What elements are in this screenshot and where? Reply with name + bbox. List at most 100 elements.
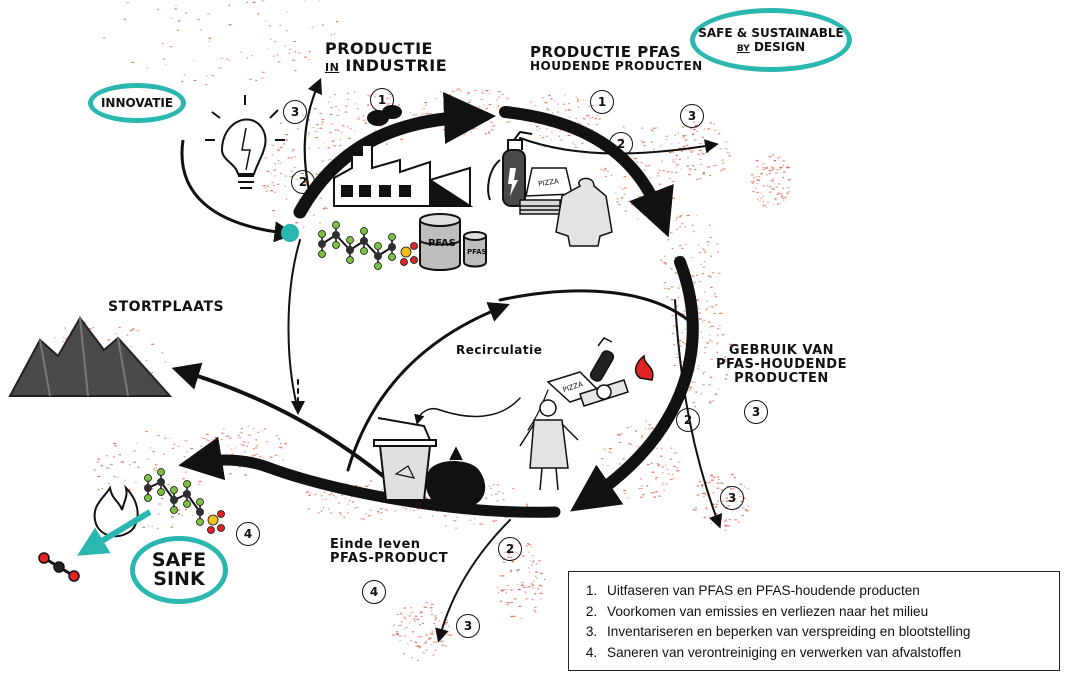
- spray-dot: [641, 127, 644, 129]
- spray-dot: [358, 116, 360, 118]
- spray-dot: [175, 4, 177, 6]
- spray-dot: [643, 214, 645, 216]
- spray-dot: [286, 11, 288, 13]
- spray-dot: [177, 445, 180, 447]
- spray-dot: [274, 163, 276, 165]
- spray-dot: [147, 525, 150, 527]
- spray-dot: [767, 201, 769, 203]
- spray-dot: [725, 360, 727, 362]
- spray-dot: [620, 197, 624, 199]
- spray-dot: [415, 615, 418, 618]
- spray-dot: [671, 248, 674, 250]
- spray-dot: [296, 128, 299, 130]
- spray-dot: [475, 124, 477, 126]
- spray-dot: [545, 101, 548, 103]
- spray-dot: [162, 42, 164, 44]
- spray-dot: [336, 114, 340, 116]
- spray-dot: [97, 475, 100, 478]
- spray-dot: [490, 129, 494, 131]
- spray-dot: [725, 519, 727, 521]
- spray-dot: [281, 447, 283, 449]
- waste-bin-icon: [373, 417, 437, 501]
- spray-dot: [673, 477, 675, 479]
- spray-dot: [377, 512, 380, 514]
- spray-dot: [307, 508, 310, 510]
- spray-dot: [684, 328, 686, 330]
- spray-dot: [379, 508, 383, 510]
- spray-dot: [666, 483, 668, 485]
- spray-dot: [420, 635, 423, 638]
- spray-dot: [506, 98, 508, 100]
- spray-dot: [755, 188, 758, 190]
- spray-dot: [308, 51, 311, 53]
- spray-dot: [754, 186, 756, 188]
- spray-dot: [536, 577, 538, 579]
- spray-dot: [717, 133, 721, 135]
- spray-dot: [656, 491, 658, 493]
- spray-dot: [479, 523, 482, 525]
- spray-dot: [741, 507, 745, 509]
- spray-dot: [430, 498, 432, 500]
- spray-dot: [532, 587, 535, 589]
- spray-dot: [787, 166, 791, 169]
- spray-dot: [249, 78, 252, 80]
- spray-dot: [546, 128, 548, 130]
- spray-dot: [459, 90, 461, 92]
- spray-dot: [718, 388, 720, 390]
- spray-dot: [531, 561, 534, 563]
- spray-dot: [413, 618, 416, 620]
- spray-dot: [295, 222, 299, 224]
- spray-dot: [241, 428, 243, 430]
- spray-dot: [525, 598, 529, 600]
- fluorine-atom: [318, 230, 326, 238]
- fluorine-atom: [374, 262, 382, 270]
- spray-dot: [670, 447, 673, 449]
- spray-dot: [707, 321, 711, 323]
- spray-dot: [293, 156, 296, 158]
- spray-dot: [564, 109, 567, 111]
- spray-dot: [267, 185, 269, 187]
- spray-dot: [765, 167, 768, 169]
- spray-dot: [712, 272, 715, 274]
- spray-dot: [358, 118, 360, 120]
- spray-dot: [432, 654, 435, 656]
- spray-dot: [496, 107, 498, 109]
- spray-dot: [706, 241, 710, 243]
- spray-dot: [715, 304, 718, 306]
- spray-dot: [317, 147, 320, 149]
- spray-dot: [687, 389, 691, 391]
- spray-dot: [672, 299, 674, 301]
- spray-dot: [522, 586, 526, 588]
- spray-dot: [694, 406, 696, 408]
- spray-dot: [132, 328, 135, 330]
- spray-dot: [422, 652, 425, 654]
- spray-dot: [320, 127, 323, 129]
- fluorine-atom: [170, 486, 178, 494]
- spray-dot: [746, 510, 749, 512]
- spray-dot: [246, 445, 248, 447]
- spray-dot: [404, 618, 407, 620]
- spray-dot: [698, 318, 702, 320]
- spray-dot: [777, 192, 780, 194]
- marker-gebruik-spread: 3: [720, 486, 744, 510]
- spray-dot: [534, 575, 537, 577]
- spray-dot: [427, 113, 430, 115]
- spray-dot: [206, 433, 209, 435]
- spray-dot: [764, 167, 768, 169]
- spray-dot: [359, 518, 363, 520]
- spray-dot: [517, 589, 521, 591]
- spray-dot: [517, 569, 520, 571]
- label-gebruik-line1: Gebruik van: [728, 343, 835, 358]
- spray-dot: [403, 616, 406, 618]
- spray-dot: [409, 509, 411, 511]
- spray-dot: [737, 521, 741, 523]
- spray-dot: [178, 514, 180, 516]
- carbon-atom: [196, 508, 204, 516]
- spray-dot: [405, 508, 407, 510]
- spray-dot: [716, 487, 720, 489]
- spray-dot: [709, 224, 711, 226]
- spray-dot: [265, 20, 267, 22]
- spray-dot: [323, 142, 325, 144]
- spray-dot: [263, 428, 266, 430]
- spray-dot: [546, 108, 549, 110]
